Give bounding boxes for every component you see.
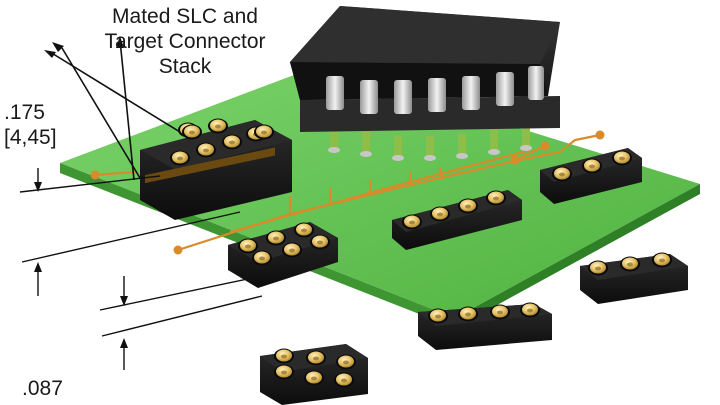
callout-arrowheads <box>44 36 124 58</box>
single-height-inch: .087 <box>22 377 63 400</box>
mated-connector-stack <box>140 118 292 220</box>
dimension-lines <box>19 168 263 370</box>
stack-height-mm: [4,45] <box>4 126 57 149</box>
callout-line-3: Stack <box>158 55 212 78</box>
connector-1x4-loose <box>418 302 552 350</box>
callout-line-1: Mated SLC and <box>112 5 258 28</box>
dimension-arrowheads <box>34 182 128 348</box>
single-height-label: .087 <box>22 376 63 401</box>
connector-1x3-loose <box>580 252 688 304</box>
callout-arrows <box>49 39 181 181</box>
connector-2x3-on-board <box>228 222 338 288</box>
callout-line-2: Target Connector <box>104 30 266 53</box>
connector-1x4-on-board <box>392 190 522 250</box>
stack-height-label: .175 [4,45] <box>4 100 57 150</box>
stack-height-inch: .175 <box>4 101 45 124</box>
pcb-trace-pads <box>90 130 605 255</box>
connector-2x3-loose <box>260 344 368 405</box>
connector-1x3-on-board <box>540 148 642 204</box>
callout-label: Mated SLC and Target Connector Stack <box>80 4 290 79</box>
pcb-traces <box>94 133 601 252</box>
ic-chip <box>290 6 560 161</box>
